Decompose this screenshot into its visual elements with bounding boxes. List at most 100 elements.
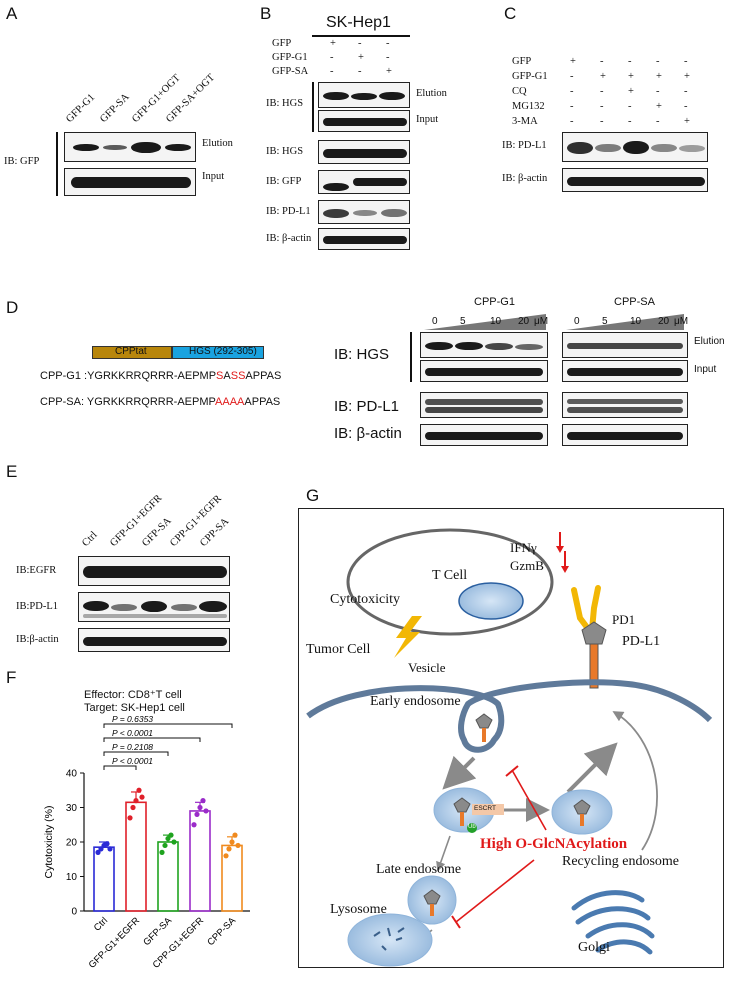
mark: -: [330, 66, 334, 77]
lysosome-label: Lysosome: [330, 902, 387, 917]
mark: +: [628, 86, 634, 97]
hgs-segment: HGS (292-305): [172, 346, 264, 359]
pd1-label: PD1: [612, 612, 636, 627]
condition-label: GFP: [272, 38, 292, 49]
blot-d-pdl1-sa: [562, 392, 688, 418]
cpptat-segment: CPPtat: [92, 346, 172, 359]
x-tick-label: CPP-SA: [205, 915, 238, 948]
ub-icon: [467, 823, 477, 833]
dose-label: 20: [518, 316, 530, 327]
blot-e-egfr: [78, 556, 230, 586]
mark: -: [684, 101, 688, 112]
mark: +: [684, 116, 690, 127]
mark: +: [600, 71, 606, 82]
dose-label: 10: [630, 316, 642, 327]
seq-cpp-sa: CPP-SA: YGRKKRRQRRR-AEPMPAAAAAPPAS: [40, 396, 280, 408]
mark: -: [600, 86, 604, 97]
seq-label: CPP-SA:: [40, 396, 87, 408]
data-point: [133, 798, 139, 804]
ib-label: IB: β-actin: [266, 233, 312, 244]
y-tick-label: 30: [66, 803, 78, 814]
panel-a-letter: A: [6, 4, 18, 23]
row-label: Input: [202, 171, 225, 182]
ib-label: IB:β-actin: [16, 634, 59, 645]
early-endosome-label: Early endosome: [370, 694, 461, 709]
mark: -: [570, 101, 574, 112]
data-point: [162, 842, 168, 849]
data-point: [232, 832, 238, 838]
data-point: [171, 839, 177, 845]
escrt-complex: [472, 804, 504, 815]
golgi-apparatus: [571, 890, 655, 955]
y-tick-label: 20: [66, 838, 78, 849]
row-label: Elution: [202, 138, 233, 149]
recycling-endosome-label: Recycling endosome: [562, 854, 680, 869]
ib-label: IB: PD-L1: [266, 206, 311, 217]
mark: -: [656, 116, 660, 127]
blot-b-hgs-input: [318, 110, 410, 132]
mark: -: [656, 56, 660, 67]
mark: +: [684, 71, 690, 82]
p-value-label: P < 0.0001: [112, 728, 153, 738]
data-point: [95, 849, 101, 855]
late-endosome-label: Late endosome: [376, 862, 462, 877]
mark: +: [656, 71, 662, 82]
blot-b-hgs: [318, 140, 410, 164]
mark: -: [570, 86, 574, 97]
data-point: [98, 846, 104, 852]
data-point: [223, 853, 229, 859]
mark: -: [330, 52, 334, 63]
ib-label: IB: GFP: [266, 176, 302, 187]
mark: +: [628, 71, 634, 82]
high-oglcnacylation-label: High O-GlcNAcylation: [480, 836, 628, 852]
ib-label: IB: β-actin: [502, 173, 548, 184]
condition-label: GFP-G1: [272, 52, 308, 63]
group-label: CPP-G1: [474, 296, 515, 308]
blot-d-hgs-elution-g1: [420, 332, 548, 358]
data-point: [226, 846, 232, 852]
blot-b-gfp: [318, 170, 410, 194]
mark: -: [570, 71, 574, 82]
mark: -: [684, 86, 688, 97]
seq-mutation: S: [216, 370, 224, 382]
data-point: [200, 798, 206, 804]
effector-label: Effector: CD8⁺T cell: [84, 689, 182, 701]
seq-part: APPAS: [245, 370, 282, 382]
row-label: Elution: [694, 336, 725, 347]
dose-label: 5: [460, 316, 466, 327]
lane-label: Ctrl: [80, 529, 100, 549]
panel-b-letter: B: [260, 4, 272, 23]
condition-label: 3-MA: [512, 116, 538, 127]
bar: [221, 844, 243, 912]
data-point: [191, 822, 197, 828]
ib-label: IB: GFP: [4, 156, 40, 167]
ib-label: IB: PD-L1: [502, 140, 547, 151]
condition-label: MG132: [512, 101, 545, 112]
cytotoxicity-label: Cytotoxicity: [330, 592, 400, 607]
ib-label: IB: PD-L1: [334, 398, 400, 415]
mark: +: [330, 38, 336, 49]
cell-line: SK-Hep1: [326, 14, 391, 31]
lane-label: GFP-G1: [64, 92, 98, 125]
seq-mutation: SS: [230, 370, 246, 382]
ib-label: IB: HGS: [334, 346, 390, 363]
seq-part: A: [223, 370, 231, 382]
blot-d-hgs-input-sa: [562, 360, 688, 382]
dose-ramp-g1: [424, 314, 546, 330]
seq-cpp-g1: CPP-G1 :YGRKKRRQRRR-AEPMPSASSAPPAS: [40, 370, 281, 382]
t-cell-label: T Cell: [432, 568, 468, 583]
data-point: [139, 794, 145, 800]
seq-part: YGRKKRRQRRR-AEPMP: [86, 396, 216, 408]
seq-label: CPP-G1 :: [40, 370, 88, 382]
lane-label: CPP-G1+EGFR: [168, 493, 224, 549]
mark: +: [656, 101, 662, 112]
blot-c-actin: [562, 168, 708, 192]
y-axis-label: Cytotoxicity (%): [43, 806, 55, 879]
blot-d-actin-g1: [420, 424, 548, 446]
bar: [189, 810, 211, 912]
condition-label: CQ: [512, 86, 527, 97]
data-point: [159, 849, 165, 855]
mark: -: [386, 52, 390, 63]
data-point: [235, 842, 241, 849]
blot-a-elution: [64, 132, 196, 162]
